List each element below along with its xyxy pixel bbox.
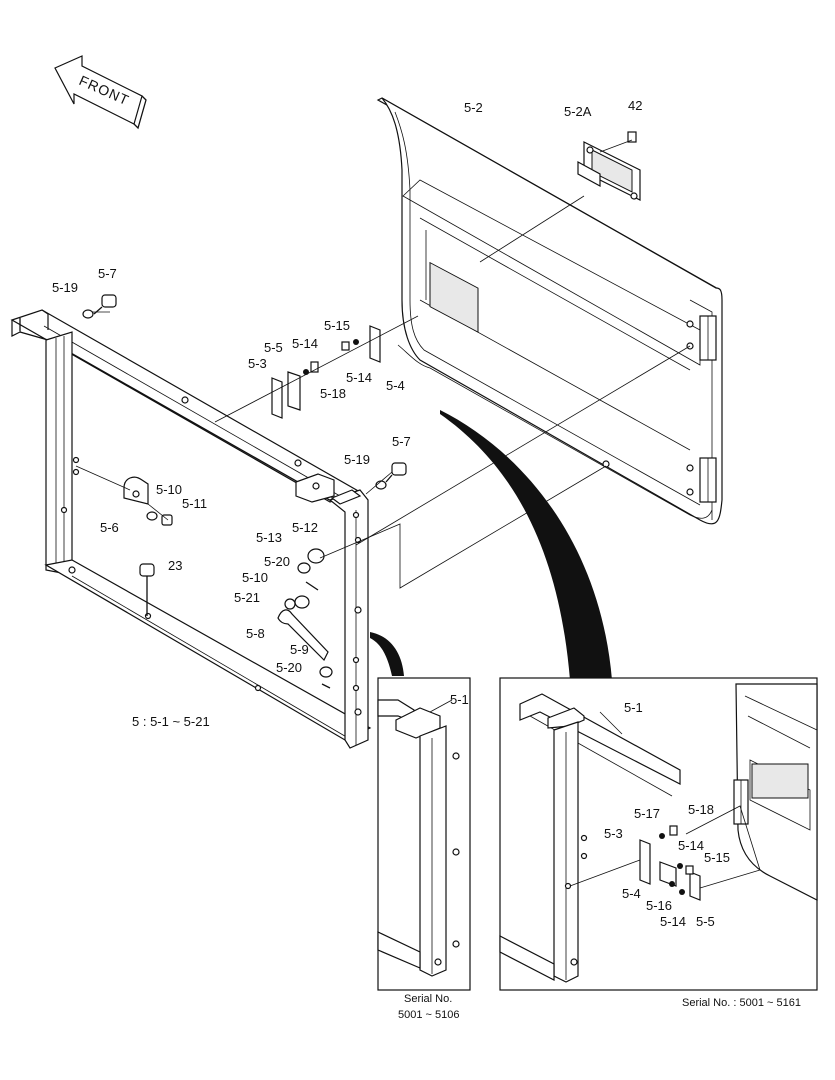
callout-b-5-14b: 5-14 (660, 914, 686, 929)
callout-5-3: 5-3 (248, 356, 267, 371)
callout-5-5: 5-5 (264, 340, 283, 355)
callout-5-6: 5-6 (100, 520, 119, 535)
callout-b-5-17: 5-17 (634, 806, 660, 821)
callout-5-4: 5-4 (386, 378, 405, 393)
callout-washer-mid-right: 5-19 (344, 452, 370, 467)
callout-5-10b: 5-10 (242, 570, 268, 585)
callout-labels: 5-2 5-2A 42 5-7 5-19 5-15 5-5 5-14 5-3 5… (52, 98, 801, 1021)
detail-arrows (370, 410, 612, 680)
inset-left (377, 677, 471, 991)
callout-door-panel: 5-2 (464, 100, 483, 115)
callout-b-5-4: 5-4 (622, 886, 641, 901)
callout-latch: 5-2A (564, 104, 592, 119)
inset-right-caption: Serial No. : 5001 ~ 5161 (682, 997, 801, 1009)
inset-left-caption-1: Serial No. (404, 993, 452, 1005)
callout-5-21: 5-21 (234, 590, 260, 605)
main-frame (10, 309, 372, 749)
callout-5-18: 5-18 (320, 386, 346, 401)
callout-5-8: 5-8 (246, 626, 265, 641)
leader-lines (75, 139, 691, 589)
callout-bolt-top-left: 5-7 (98, 266, 117, 281)
bolt-mid-right (375, 462, 407, 490)
callout-b-5-14: 5-14 (678, 838, 704, 853)
callout-5-15: 5-15 (324, 318, 350, 333)
callout-5-20b: 5-20 (276, 660, 302, 675)
callout-frame-b: 5-1 (624, 700, 643, 715)
inset-left-caption-2: 5001 ~ 5106 (398, 1009, 459, 1021)
callout-5-14: 5-14 (292, 336, 318, 351)
bolt-top-left (82, 294, 117, 319)
callout-5-12: 5-12 (292, 520, 318, 535)
callout-bolt-mid-right: 5-7 (392, 434, 411, 449)
inset-right (499, 677, 818, 991)
callout-latch-bolt: 42 (628, 98, 642, 113)
assembly-note: 5 : 5-1 ~ 5-21 (132, 714, 210, 729)
latch-assembly (577, 131, 641, 201)
callout-b-5-5: 5-5 (696, 914, 715, 929)
callout-5-10: 5-10 (156, 482, 182, 497)
door-panel (376, 97, 723, 525)
callout-5-14b: 5-14 (346, 370, 372, 385)
callout-5-9: 5-9 (290, 642, 309, 657)
callout-washer-top-left: 5-19 (52, 280, 78, 295)
callout-5-20: 5-20 (264, 554, 290, 569)
callout-b-5-3: 5-3 (604, 826, 623, 841)
callout-b-5-18: 5-18 (688, 802, 714, 817)
bolt-23 (139, 563, 155, 616)
rod-assembly (277, 548, 333, 689)
front-arrow: FRONT (54, 55, 147, 130)
callout-b-5-16: 5-16 (646, 898, 672, 913)
callout-b-5-15: 5-15 (704, 850, 730, 865)
callout-5-11: 5-11 (182, 496, 207, 511)
callout-23: 23 (168, 558, 182, 573)
callout-frame-a: 5-1 (450, 692, 469, 707)
callout-5-13: 5-13 (256, 530, 282, 545)
